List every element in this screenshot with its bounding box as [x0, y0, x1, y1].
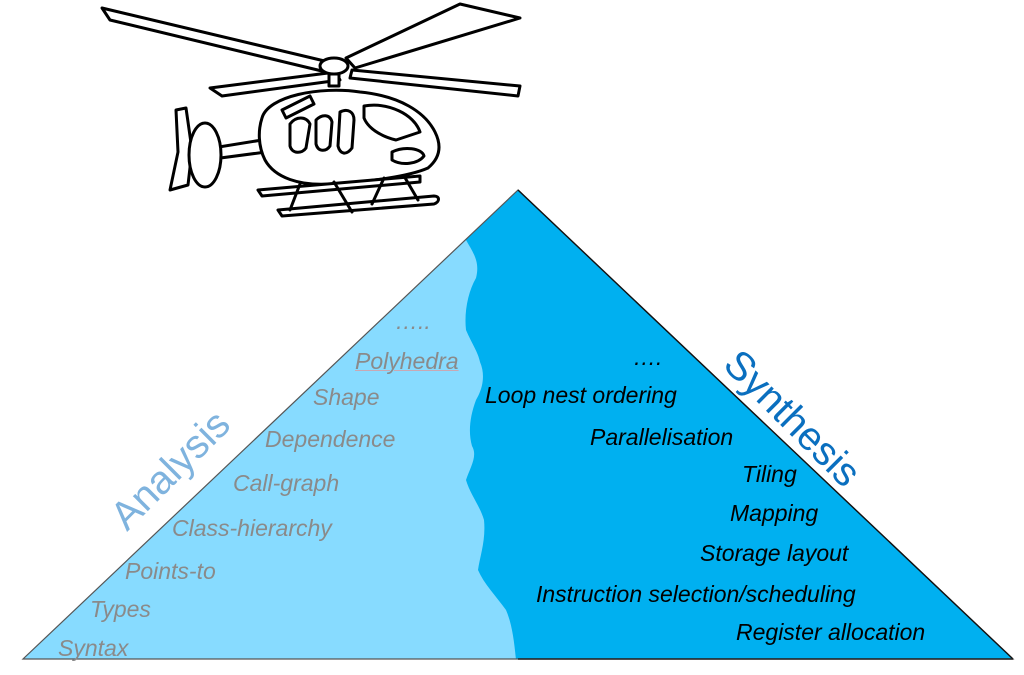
- pyramid-right-edge: [517, 189, 1014, 660]
- analysis-item-call-graph: Call-graph: [233, 470, 340, 496]
- rotor-blade: [100, 6, 335, 74]
- rotor-mast: [327, 72, 341, 88]
- analysis-item-dependence: Dependence: [265, 426, 396, 452]
- analysis-item-ellipsis: …..: [395, 308, 431, 334]
- synthesis-item-register-allocation: Register allocation: [736, 619, 926, 645]
- synthesis-item-mapping: Mapping: [730, 500, 819, 526]
- analysis-item-points-to: Points-to: [125, 558, 216, 584]
- analysis-item-syntax: Syntax: [58, 635, 129, 661]
- rotor-blade: [344, 2, 522, 70]
- rotor-blade: [348, 68, 522, 98]
- analysis-item-class-hierarchy: Class-hierarchy: [172, 515, 332, 541]
- rotor-hub: [318, 56, 350, 76]
- synthesis-item-parallelisation: Parallelisation: [590, 424, 734, 450]
- synthesis-item-loop-nest-ordering: Loop nest ordering: [485, 382, 677, 408]
- analysis-item-types: Types: [90, 596, 151, 622]
- synthesis-item-ellipsis: ….: [633, 344, 663, 370]
- analysis-item-shape: Shape: [313, 384, 380, 410]
- synthesis-item-instruction-selection: Instruction selection/scheduling: [536, 581, 856, 607]
- synthesis-item-tiling: Tiling: [742, 461, 797, 487]
- helicopter-icon: [100, 2, 522, 218]
- analysis-item-polyhedra: Polyhedra: [355, 348, 459, 374]
- synthesis-item-storage-layout: Storage layout: [700, 540, 849, 566]
